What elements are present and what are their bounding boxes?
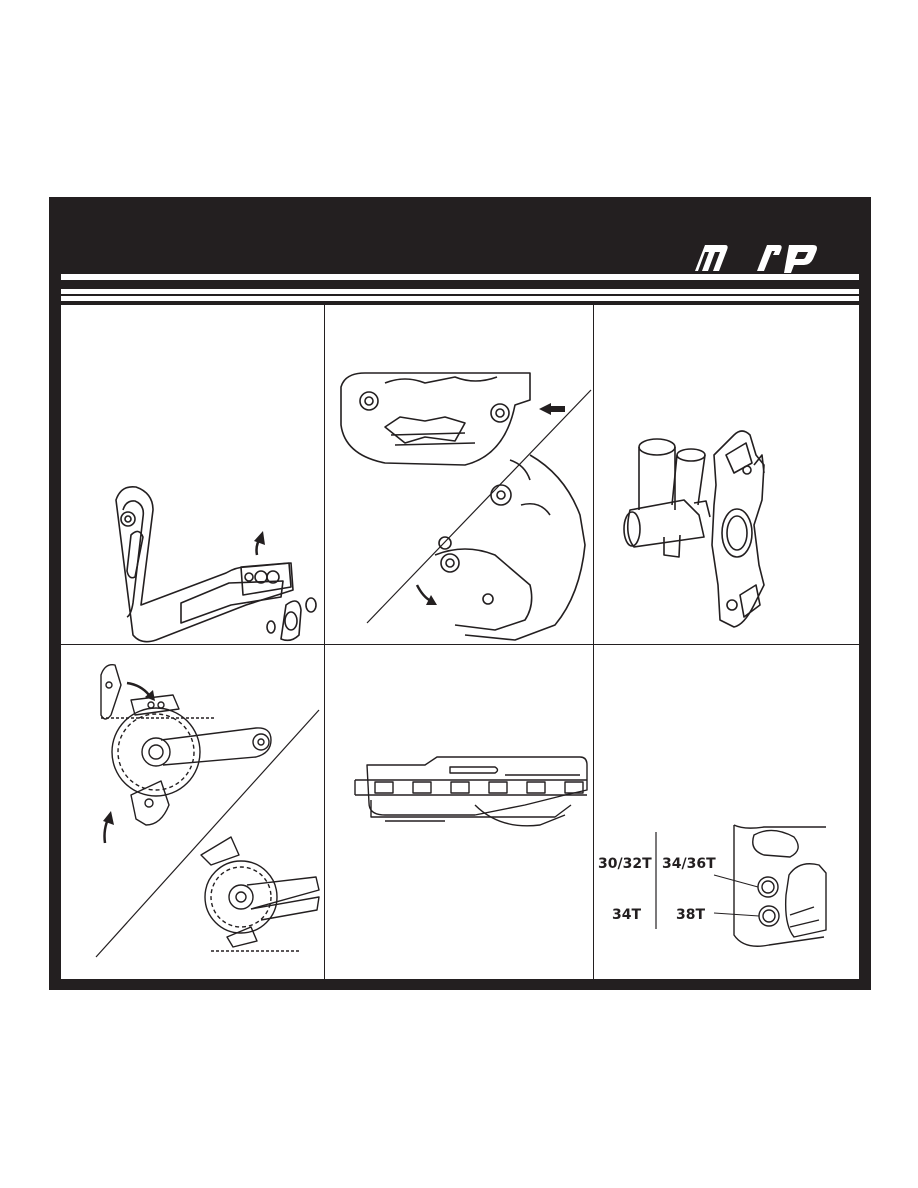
arrow-up-icon	[254, 531, 265, 545]
panel-step-1	[61, 305, 324, 644]
ring-size-label-34t: 34T	[612, 907, 641, 923]
header-stripe-bottom	[61, 296, 859, 301]
header-stripe-middle	[61, 289, 859, 294]
arrow-left-icon	[539, 403, 565, 415]
ring-size-label-30-32t: 30/32T	[598, 856, 652, 872]
instruction-sheet: 30/32T 34/36T 34T 38T	[49, 197, 871, 990]
panel-step-6: 30/32T 34/36T 34T 38T	[594, 645, 859, 979]
chainguide-upper-arm-icon	[61, 305, 324, 644]
chain-side-view-icon	[325, 645, 593, 979]
crankset-install-icon	[61, 645, 324, 979]
ring-size-label-38t: 38T	[676, 907, 705, 923]
divider-diagonal	[96, 710, 319, 957]
illustration-grid: 30/32T 34/36T 34T 38T	[61, 305, 859, 979]
divider-diagonal	[367, 390, 591, 623]
guide-skid-plate-icon	[325, 305, 593, 644]
arrow-up-icon	[103, 811, 114, 825]
ring-size-position-icon	[594, 645, 859, 979]
leader-line-upper	[714, 875, 758, 887]
ring-size-label-34-36t: 34/36T	[662, 856, 716, 872]
leader-line-lower	[714, 913, 759, 916]
frame-mount-icon	[594, 305, 859, 644]
panel-step-5	[325, 645, 593, 979]
panel-step-4	[61, 645, 324, 979]
mrp-logo	[689, 237, 829, 277]
header-stripe-top	[61, 274, 859, 280]
panel-step-3	[594, 305, 859, 644]
panel-step-2	[325, 305, 593, 644]
